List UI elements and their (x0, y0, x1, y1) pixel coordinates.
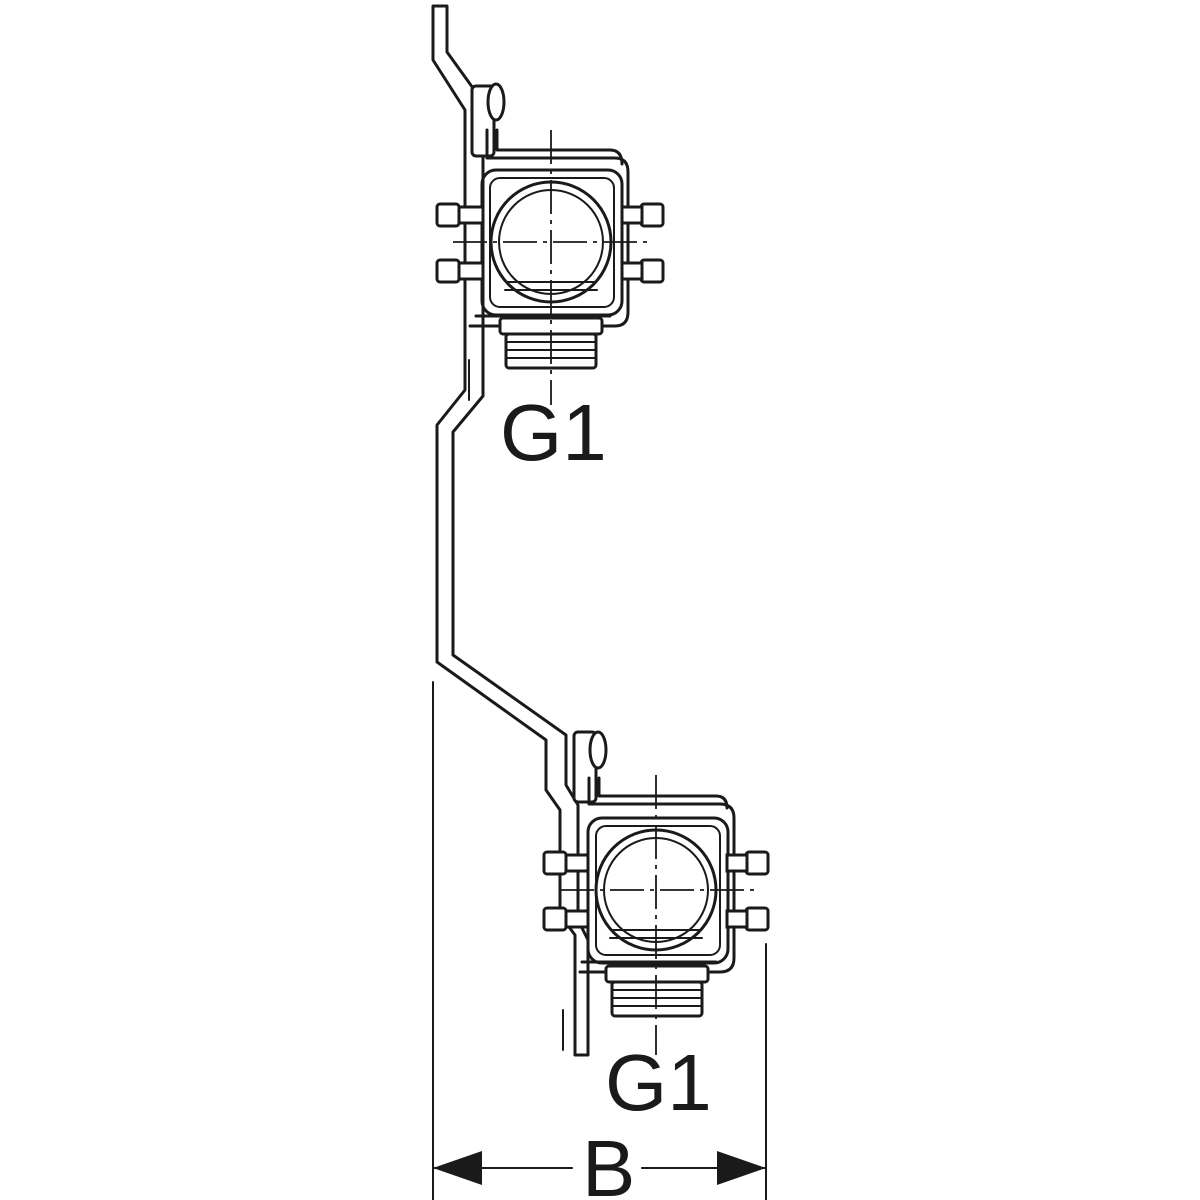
lower-fixing-studs (542, 850, 770, 932)
lower-threaded-outlet (604, 964, 710, 1018)
width-dimension-label: B (582, 1124, 635, 1200)
lower-fitting-body (586, 816, 730, 965)
dimension-arrow-right (717, 1151, 766, 1185)
upper-fitting-assembly (435, 82, 665, 405)
width-dimension: B (432, 681, 767, 1200)
dimension-arrow-left (433, 1151, 482, 1185)
upper-connection-label: G1 (500, 388, 607, 477)
upper-fixing-studs (435, 202, 665, 284)
lower-connection-label: G1 (605, 1038, 712, 1127)
lower-fitting-assembly (542, 730, 770, 1055)
mounting-rail (431, 4, 590, 1057)
